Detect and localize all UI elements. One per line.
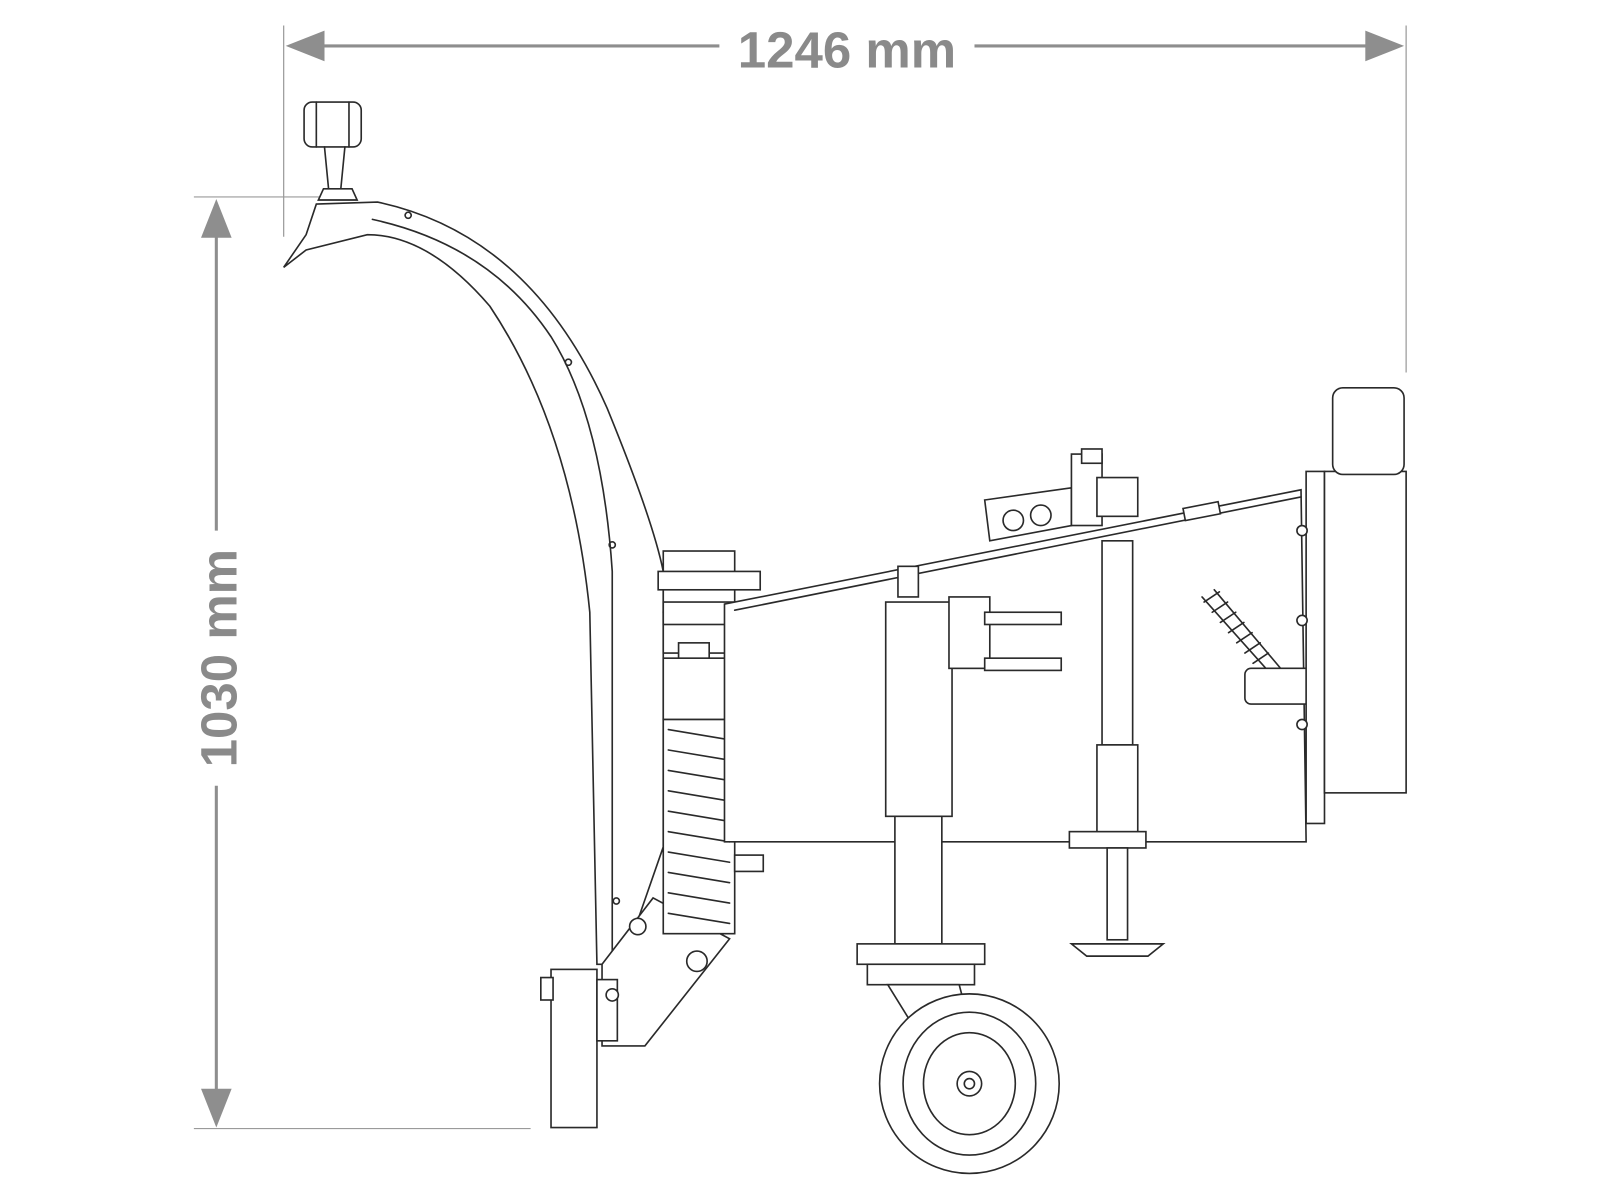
end-pad: [1323, 470, 1407, 794]
height-dimension: 1030 mm: [191, 196, 531, 1130]
arrow-right-icon: [1365, 30, 1405, 62]
wheel-column: [884, 601, 953, 818]
caster-wheel: [878, 993, 1060, 1175]
end-plate: [1305, 470, 1326, 825]
height-label: 1030 mm: [191, 549, 248, 767]
machine: [283, 101, 1407, 1175]
suspension-spring: [662, 718, 765, 935]
jack-stand: [1068, 540, 1166, 957]
valve-block: [983, 448, 1139, 542]
curved-arm: [283, 201, 665, 966]
arrow-left-icon: [285, 30, 325, 62]
skid-foot: [550, 968, 598, 1129]
arrow-down-icon: [201, 1088, 232, 1128]
arrow-up-icon: [201, 198, 232, 238]
width-label: 1246 mm: [738, 21, 956, 78]
width-dimension: 1246 mm: [283, 21, 1407, 373]
handle-knob: [303, 101, 363, 201]
